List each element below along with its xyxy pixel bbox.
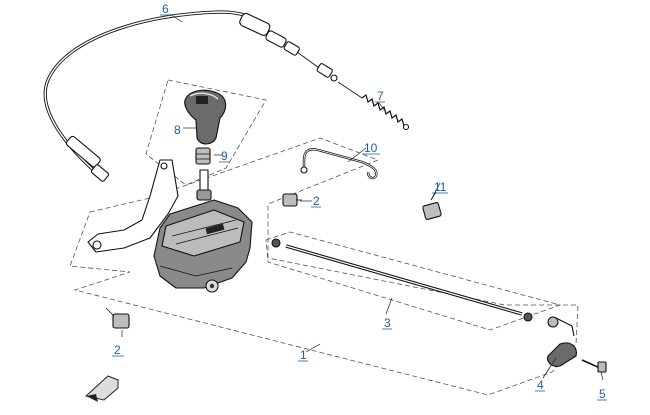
group-outline-1 xyxy=(69,137,579,396)
bolt-part-11 xyxy=(422,191,442,220)
callout-2-upper: 2 xyxy=(313,194,320,208)
gear-selector-assembly xyxy=(87,159,253,293)
bolt-part-2-lower xyxy=(105,307,130,329)
return-spring-part xyxy=(337,81,410,131)
callout-4: 4 xyxy=(537,378,544,392)
callout-10: 10 xyxy=(364,141,378,155)
shift-rod-part xyxy=(271,238,533,322)
front-direction-arrow-icon xyxy=(84,375,119,402)
callout-labels: 6 7 8 9 10 11 2 2 3 1 4 5 xyxy=(112,2,607,401)
bolt-part-5 xyxy=(581,359,607,373)
callout-11: 11 xyxy=(434,180,447,194)
callout-7: 7 xyxy=(377,89,384,103)
callout-6: 6 xyxy=(162,2,169,16)
nut-part xyxy=(195,147,211,165)
control-cable-part xyxy=(43,10,338,182)
bent-rod-part xyxy=(300,148,378,180)
bolt-part-2-upper xyxy=(282,193,302,207)
callout-leader-lines xyxy=(121,13,604,381)
callout-2-lower: 2 xyxy=(114,343,121,357)
callout-1: 1 xyxy=(300,348,307,362)
lever-arm-part xyxy=(547,316,577,367)
callout-9: 9 xyxy=(221,149,228,163)
callout-5: 5 xyxy=(599,387,606,401)
callout-8: 8 xyxy=(174,123,181,137)
callout-3: 3 xyxy=(384,316,391,330)
shift-knob-part xyxy=(184,89,227,145)
